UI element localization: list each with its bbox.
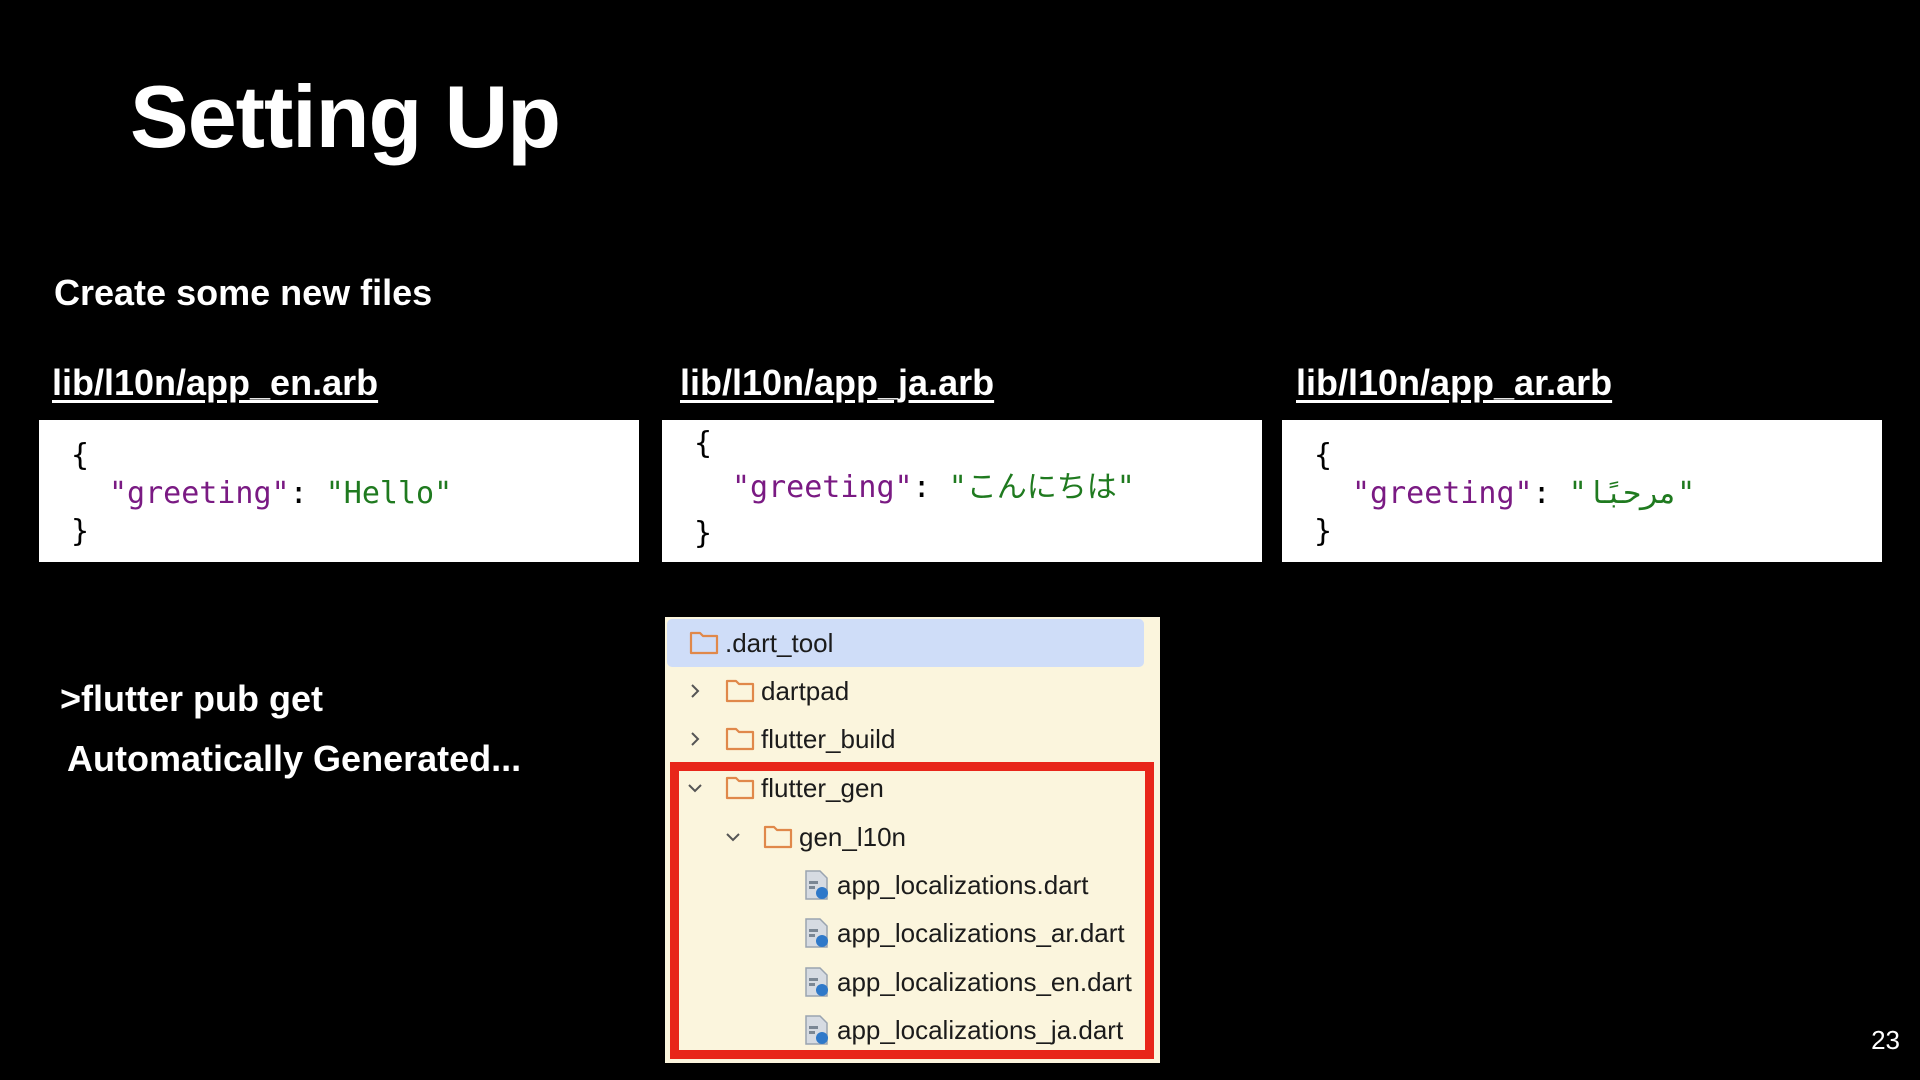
code-block-en: { "greeting": "Hello" } — [39, 420, 639, 562]
code-block-ar: { "greeting": "مرحبًا" } — [1282, 420, 1882, 562]
tree-item-label: app_localizations_ja.dart — [837, 1015, 1124, 1045]
code-close-brace: } — [71, 514, 90, 549]
code-key: "greeting" — [109, 476, 290, 511]
folder-icon — [763, 825, 793, 849]
tree-item-label: flutter_build — [761, 724, 896, 754]
code-colon: : — [912, 470, 949, 505]
page-number: 23 — [1871, 1025, 1900, 1055]
tree-item-label: app_localizations_en.dart — [837, 967, 1132, 997]
code-colon: : — [1532, 476, 1569, 511]
code-open-brace: { — [694, 426, 713, 461]
chevron-down-icon[interactable] — [685, 778, 705, 798]
tree-item-label: app_localizations_ar.dart — [837, 918, 1125, 948]
code-entry-line: "greeting": "Hello" — [109, 476, 452, 511]
tree-item-app-localizations-ja[interactable]: app_localizations_ja.dart — [665, 1006, 1160, 1054]
tree-item-label: .dart_tool — [725, 628, 834, 658]
code-value: "مرحبًا" — [1568, 476, 1696, 511]
code-entry-line: "greeting": "مرحبًا" — [1352, 476, 1695, 511]
code-open-brace: { — [1314, 438, 1333, 473]
tree-item-app-localizations-ar[interactable]: app_localizations_ar.dart — [665, 909, 1160, 957]
code-entry-line: "greeting": "こんにちは" — [732, 462, 1135, 506]
tree-item-gen-l10n[interactable]: gen_l10n — [665, 813, 1160, 861]
generated-files-highlight — [670, 762, 1154, 1059]
tree-item-flutter-build[interactable]: flutter_build — [665, 715, 1160, 763]
slide-title: Setting Up — [130, 67, 561, 166]
project-file-tree: .dart_tool dartpad flutter_build flutter… — [665, 617, 1160, 1063]
code-colon: : — [289, 476, 326, 511]
code-key: "greeting" — [1352, 476, 1533, 511]
code-close-brace: } — [694, 516, 713, 551]
code-block-ja: { "greeting": "こんにちは" } — [662, 420, 1262, 562]
slide-subtitle: Create some new files — [54, 272, 433, 313]
file-path-ja: lib/l10n/app_ja.arb — [680, 362, 995, 403]
code-key: "greeting" — [732, 470, 913, 505]
folder-icon — [725, 776, 755, 800]
code-value: "Hello" — [325, 476, 453, 511]
tree-item-dartpad[interactable]: dartpad — [665, 667, 1160, 715]
chevron-right-icon[interactable] — [685, 729, 705, 749]
tree-item-label: dartpad — [761, 676, 850, 706]
folder-icon — [725, 679, 755, 703]
code-value: "こんにちは" — [948, 470, 1135, 505]
dart-file-icon — [805, 870, 828, 900]
tree-item-flutter-gen[interactable]: flutter_gen — [665, 764, 1160, 812]
tree-item-dart-tool[interactable]: .dart_tool — [667, 619, 1144, 667]
dart-file-icon — [805, 1015, 828, 1045]
tree-item-app-localizations[interactable]: app_localizations.dart — [665, 861, 1160, 909]
tree-item-label: gen_l10n — [799, 822, 906, 852]
file-path-en: lib/l10n/app_en.arb — [52, 362, 379, 403]
folder-icon — [689, 631, 719, 655]
tree-item-label: app_localizations.dart — [837, 870, 1089, 900]
tree-item-label: flutter_gen — [761, 773, 884, 803]
dart-file-icon — [805, 967, 828, 997]
file-path-ar: lib/l10n/app_ar.arb — [1296, 362, 1613, 403]
command-text: >flutter pub get — [60, 678, 323, 719]
code-open-brace: { — [71, 438, 90, 473]
chevron-down-icon[interactable] — [723, 827, 743, 847]
code-close-brace: } — [1314, 514, 1333, 549]
tree-item-app-localizations-en[interactable]: app_localizations_en.dart — [665, 958, 1160, 1006]
chevron-right-icon[interactable] — [685, 681, 705, 701]
generated-note: Automatically Generated... — [67, 738, 522, 779]
dart-file-icon — [805, 918, 828, 948]
folder-icon — [725, 727, 755, 751]
